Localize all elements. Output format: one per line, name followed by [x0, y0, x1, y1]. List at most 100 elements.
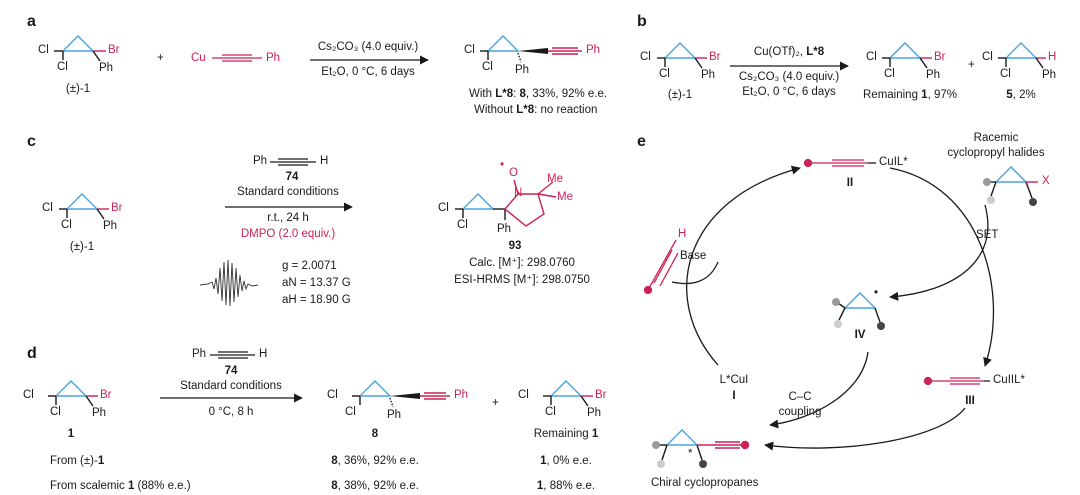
e-cu2: CuIIL*	[993, 374, 1025, 386]
e-arrow-iv-to-coupling	[769, 351, 869, 429]
d-rem-br: Br	[595, 389, 607, 401]
e-acetylide-top	[803, 158, 876, 168]
c-phenylacetylene-bond	[270, 158, 316, 166]
a-cl1: Cl	[38, 44, 49, 56]
e-coupling-line1: C–C	[788, 391, 812, 403]
d-plus: +	[492, 397, 499, 409]
c-prod-ph: Ph	[497, 223, 512, 235]
e-arrow-set	[889, 204, 989, 301]
b-p5-h: H	[1048, 51, 1057, 63]
e-star: *	[688, 448, 693, 460]
d-cl1: Cl	[23, 389, 34, 401]
a-sm-label: (±)-1	[65, 83, 91, 95]
d-product8-cyclopropane	[352, 380, 450, 408]
a-prod-cl2: Cl	[482, 61, 493, 73]
e-set: SET	[976, 229, 999, 241]
c-prod-cl1: Cl	[438, 202, 449, 214]
c-product93-drawing	[455, 179, 557, 227]
c-prod-n: N	[514, 187, 523, 199]
c-prod-cl2: Cl	[457, 219, 468, 231]
e-radical-iv	[832, 292, 885, 330]
b-cl2: Cl	[659, 68, 670, 80]
d-rem-cl1: Cl	[518, 389, 529, 401]
e-cu1-top: CuIL*	[879, 156, 908, 168]
e-label-iv: IV	[854, 329, 866, 341]
e-alkyne-h: H	[678, 228, 687, 240]
e-label-i: I	[732, 390, 736, 402]
b-cl1: Cl	[640, 51, 651, 63]
c-product-num: 93	[508, 240, 522, 252]
a-prod-cl1: Cl	[464, 44, 475, 56]
c-sm-label: (±)-1	[69, 241, 95, 253]
a-copper-acetylide	[212, 54, 262, 62]
c-br: Br	[111, 202, 123, 214]
a-cl2: Cl	[57, 61, 68, 73]
c-cond-std: Standard conditions	[237, 186, 339, 198]
c-prod-o: O	[509, 167, 518, 179]
b-product5-cyclopropane	[998, 42, 1046, 69]
e-base: Base	[680, 250, 707, 262]
d-phenylacetylene-bond	[210, 351, 255, 359]
d-reagent-num: 74	[224, 365, 238, 377]
d-rem-ph: Ph	[587, 407, 602, 419]
e-radical-dot: •	[874, 287, 879, 299]
d-row2-p8: 8, 38%, 92% e.e.	[331, 480, 419, 492]
b-rem-br: Br	[934, 51, 946, 63]
panel-label-e: e	[637, 133, 646, 150]
b-plus: +	[968, 59, 975, 71]
d-product-num: 8	[371, 428, 379, 440]
d-row1-p8: 8, 36%, 92% e.e.	[331, 455, 419, 467]
e-x: X	[1042, 175, 1050, 187]
a-prod-alkyne-ph: Ph	[586, 44, 601, 56]
c-cl1: Cl	[42, 202, 53, 214]
d-br: Br	[100, 389, 112, 401]
c-sm-cyclopropane	[59, 193, 109, 220]
b-ph: Ph	[701, 69, 716, 81]
d-remaining-label: Remaining 1	[533, 428, 599, 440]
d-row1-remaining: 1, 0% e.e.	[540, 455, 592, 467]
a-cond-bottom: Et₂O, 0 °C, 6 days	[321, 66, 415, 78]
a-br: Br	[108, 44, 120, 56]
d-remaining-cyclopropane	[543, 380, 593, 407]
panel-label-a: a	[27, 13, 36, 30]
a-result-with: With L*8: 8, 33%, 92% e.e.	[469, 88, 608, 100]
c-found: ESI-HRMS [M⁺]: 298.0750	[454, 274, 590, 286]
e-cu1-left: L*CuI	[719, 374, 749, 386]
a-cu: Cu	[191, 52, 206, 64]
d-reagent-h: H	[259, 348, 268, 360]
a-plus: +	[157, 52, 164, 64]
b-cond-line1: Cu(OTf)₂, L*8	[753, 46, 825, 58]
c-ph: Ph	[103, 220, 118, 232]
e-arrow-base	[671, 261, 719, 285]
e-cycle-arc-right	[889, 167, 995, 367]
e-halide-cyclopropane	[983, 166, 1038, 206]
d-prod-cl1: Cl	[327, 389, 338, 401]
b-cond-line3: Et₂O, 0 °C, 6 days	[742, 86, 836, 98]
c-cond-dmpo: DMPO (2.0 equiv.)	[240, 228, 336, 240]
d-cl2: Cl	[50, 406, 61, 418]
c-calc: Calc. [M⁺]: 298.0760	[469, 257, 575, 269]
a-sm-cyclopropane	[54, 35, 106, 62]
a-acetylide-ph: Ph	[266, 52, 281, 64]
d-row2-remaining: 1, 88% e.e.	[536, 480, 596, 492]
d-sm-cyclopropane	[48, 380, 98, 407]
b-remaining-label: Remaining 1, 97%	[863, 89, 957, 101]
c-epr-ah: aH = 18.90 G	[282, 294, 351, 306]
d-prod-alkyne-ph: Ph	[454, 389, 469, 401]
c-reagent-ph: Ph	[253, 155, 268, 167]
e-chiral-product	[652, 429, 750, 468]
e-cycle-arc-left	[686, 165, 801, 366]
d-prod-ph: Ph	[387, 409, 402, 421]
e-alkyne-base	[643, 239, 679, 295]
d-cond-time: 0 °C, 8 h	[208, 406, 254, 418]
b-rem-cl1: Cl	[866, 51, 877, 63]
b-rem-ph: Ph	[926, 69, 941, 81]
d-ph: Ph	[92, 407, 107, 419]
panel-label-b: b	[637, 13, 647, 30]
e-acetylide-iii	[923, 376, 990, 386]
a-product-cyclopropane	[480, 35, 582, 63]
b-p5-ph: Ph	[1042, 69, 1057, 81]
a-result-without: Without L*8: no reaction	[474, 104, 598, 116]
c-epr-an: aN = 13.37 G	[282, 277, 351, 289]
